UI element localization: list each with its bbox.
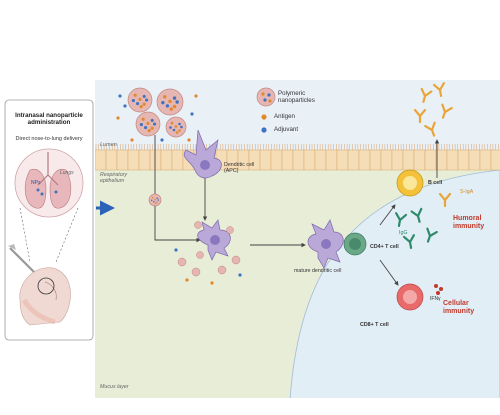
antibody-icon xyxy=(402,234,415,250)
legend-antigen-dot xyxy=(261,114,267,120)
nanoparticle-icon xyxy=(127,87,153,113)
arrow-to-cd8 xyxy=(379,259,399,286)
panel-subtitle: Direct nose-to-lung delivery xyxy=(15,136,83,142)
lungs-label: Lungs xyxy=(60,170,74,176)
free-particles xyxy=(174,248,242,285)
arrow-to-bcell xyxy=(379,204,396,226)
legend-nanoparticles-label: Polymeric nanoparticles xyxy=(278,90,315,105)
nose-highlight xyxy=(37,277,55,295)
antibody-icon xyxy=(426,227,438,243)
legend-adjuvant-label: Adjuvant xyxy=(274,126,299,133)
nanoparticle-icon xyxy=(148,193,162,207)
cd4-label: CD4+ T cell xyxy=(370,244,399,250)
mucus-label: Mucus layer xyxy=(100,384,129,390)
arrow-np-to-dc xyxy=(154,135,201,243)
antibody-icon xyxy=(424,121,436,137)
legend-antigen-label: Antigen xyxy=(274,113,295,120)
igg-label: IgG xyxy=(399,230,408,236)
humoral-label: Humoral immunity xyxy=(453,215,485,231)
antibody-icon xyxy=(438,192,452,208)
lung-inset-circle xyxy=(14,148,84,218)
nanoparticle-icon xyxy=(135,111,161,137)
antibody-icon xyxy=(395,212,408,228)
b-cell-label: B cell xyxy=(428,180,443,186)
cd8-label: CD8+ T cell xyxy=(360,322,389,328)
mature-dc-label: mature dendritic cell xyxy=(294,268,342,274)
cilia xyxy=(95,144,499,150)
siga-label: S-IgA xyxy=(460,189,474,195)
apc-uptake-icon xyxy=(194,219,234,261)
nanoparticle-icon xyxy=(156,88,184,116)
left-lung-icon xyxy=(24,168,47,209)
nanoparticles-group xyxy=(116,87,198,207)
dendritic-cell-icon xyxy=(183,129,222,179)
trachea-icon xyxy=(37,152,59,186)
antibody-icon xyxy=(413,108,427,124)
right-lung-icon xyxy=(49,168,72,209)
dendritic-label: Dendritic cell (APC) xyxy=(224,162,255,175)
epithelium-cells xyxy=(95,149,500,171)
ifn-label: IFNγ xyxy=(430,296,441,302)
legend-nanoparticle-icon xyxy=(256,87,276,107)
antibody-icon xyxy=(432,82,445,98)
cd8-t-cell-icon xyxy=(396,283,424,311)
antibodies-group xyxy=(395,82,453,250)
nps-label: NPs xyxy=(31,180,41,186)
legend-adjuvant-dot xyxy=(261,127,267,133)
panel-title: Intranasal nanoparticle administration xyxy=(15,112,83,127)
nanoparticle-icon xyxy=(165,116,187,138)
epithelium-label: Respiratory epithelium xyxy=(100,172,128,185)
antibody-icon xyxy=(420,87,433,103)
lumen-label: Lumen xyxy=(100,142,117,148)
mature-dc-icon xyxy=(307,219,344,269)
nasal-spray-icon xyxy=(9,247,35,273)
antibody-icon xyxy=(441,103,453,119)
b-cell-icon xyxy=(396,169,424,197)
cellular-label: Cellular immunity xyxy=(443,300,475,316)
left-panel xyxy=(4,99,94,341)
cd4-t-cell-icon xyxy=(343,232,367,256)
antibody-icon xyxy=(410,207,423,223)
